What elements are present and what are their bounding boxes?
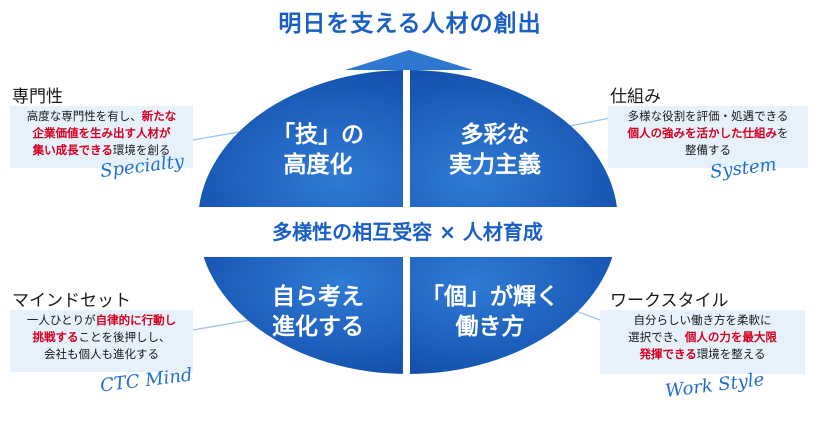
quadrant-top-left-label: 「技」の 高度化 — [272, 122, 364, 178]
specialty-title: 専門性 — [12, 87, 63, 107]
mindset-description: 一人ひとりが自律的に行動し 挑戦することを後押しし、 会社も個人も進化する — [10, 310, 193, 372]
quadrant-bottom-left-label: 自ら考え 進化する — [272, 284, 364, 340]
mindset-title: マインドセット — [12, 291, 131, 311]
up-arrow-icon — [345, 50, 473, 70]
system-title: 仕組み — [610, 87, 661, 107]
specialty-description: 高度な専門性を有し、新たな 企業価値を生み出す人材が 集い成長できる環境を創る — [10, 106, 193, 168]
workstyle-description: 自分らしい働き方を柔軟に 選択でき、個人の力を最大限 発揮できる環境を整える — [600, 310, 805, 374]
quadrant-top-right-label: 多彩な 実力主義 — [449, 122, 541, 178]
page-title: 明日を支える人材の創出 — [278, 11, 542, 37]
workstyle-title: ワークスタイル — [610, 291, 729, 311]
quadrant-bottom-right-label: 「個」が輝く 働き方 — [421, 284, 559, 340]
center-band-label: 多様性の相互受容 × 人材育成 — [272, 220, 543, 244]
system-description: 多様な役割を評価・処遇できる 個人の強みを活かした仕組みを 整備する — [608, 106, 808, 168]
